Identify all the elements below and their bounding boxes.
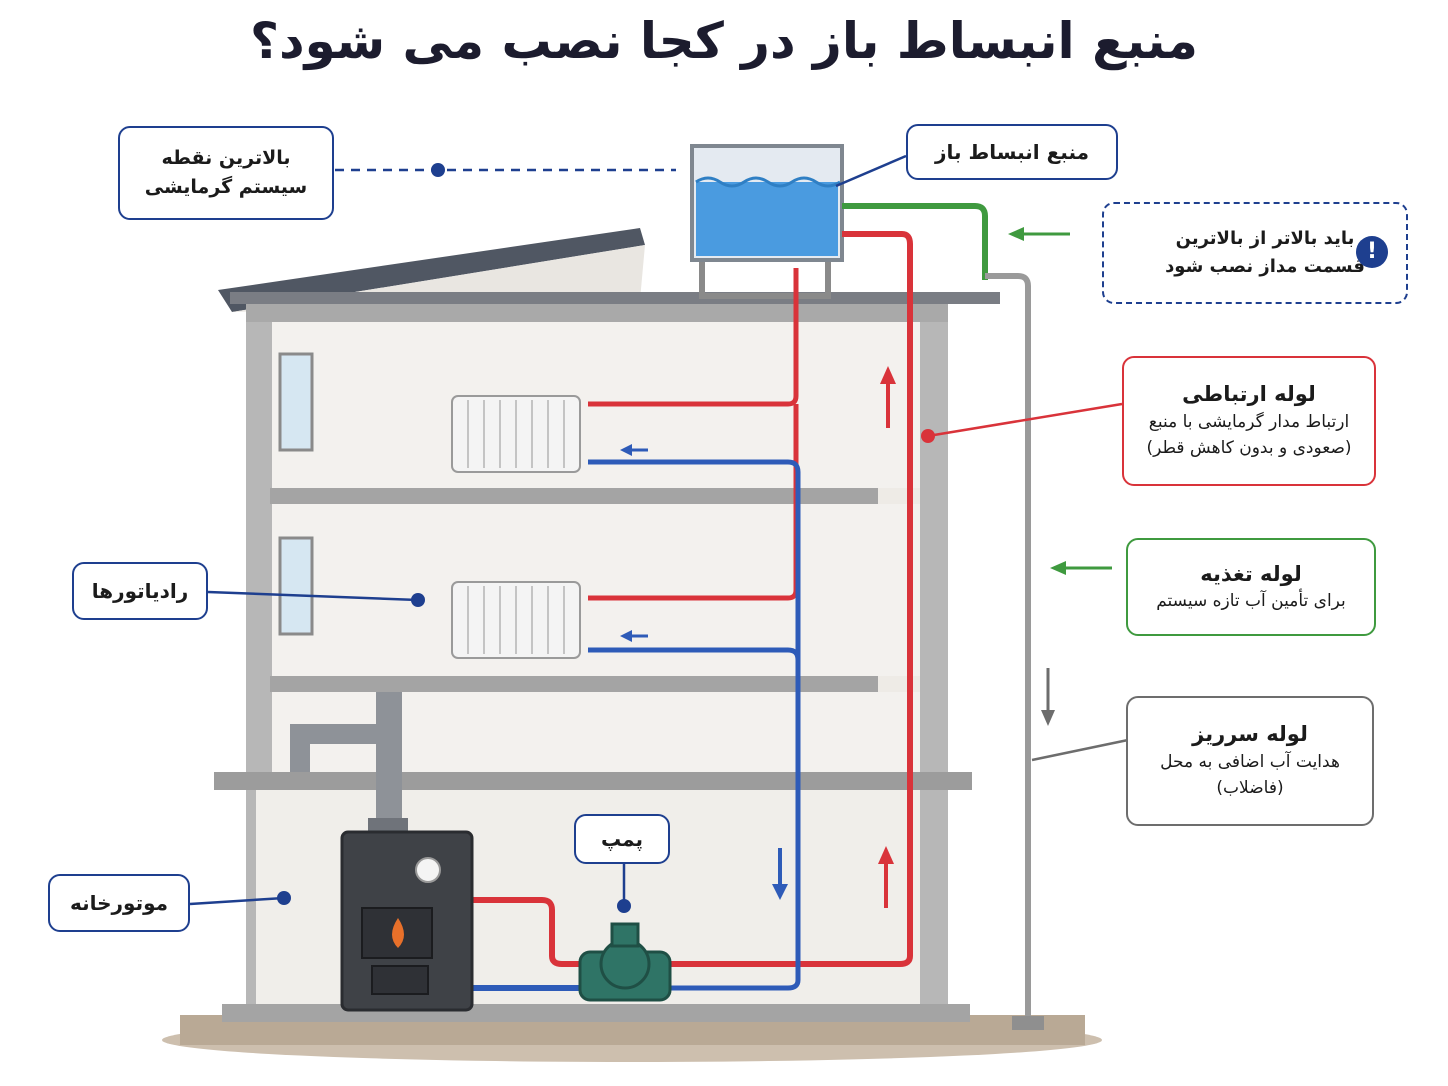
callout-connection-pipe: لوله ارتباطی ارتباط مدار گرمایشی با منبع…: [1122, 356, 1376, 486]
callout-overflow-pipe: لوله سرریز هدایت آب اضافی به محل (فاضلاب…: [1126, 696, 1374, 826]
leader-radiators: [207, 590, 419, 602]
flue-pipe: [376, 692, 402, 832]
page-title: منبع انبساط باز در کجا نصب می شود؟: [249, 12, 1199, 70]
callout-pump: پمپ: [574, 814, 670, 864]
leader-boiler-room: [189, 896, 285, 906]
pump: [578, 922, 672, 1002]
flow-arrow-up-lower: [878, 846, 894, 908]
callout-connection-pipe-line2: (صعودی و بدون کاهش قطر): [1146, 438, 1352, 459]
window-upper: [278, 352, 314, 452]
callout-highest-point: بالاترین نقطه سیستم گرمایشی: [118, 126, 334, 220]
callout-warning: باید بالاتر از بالاترین قسمت مداز نصب شو…: [1102, 202, 1408, 304]
flow-arrow-down-return: [772, 848, 788, 900]
callout-expansion-tank-label: منبع انبساط باز: [935, 139, 1089, 164]
flat-roof-slab: [230, 292, 1000, 304]
arrow-to-warning: [1008, 227, 1070, 241]
floor-slab-1: [214, 772, 972, 790]
callout-pump-label: پمپ: [600, 826, 644, 851]
floor-slab-3: [270, 488, 878, 504]
feed-pipe: [842, 203, 988, 280]
floor-slab-2: [270, 676, 878, 692]
tank-water: [696, 182, 838, 256]
highest-point-dot: [431, 163, 445, 177]
arrow-overflow-down: [1041, 668, 1055, 726]
basement-floor: [222, 1004, 970, 1022]
leader-expansion-tank: [835, 154, 907, 188]
leader-connection-dot: [921, 429, 935, 443]
callout-feed-pipe: لوله تغذیه برای تأمین آب تازه سیستم: [1126, 538, 1376, 636]
leader-radiators-dot: [411, 593, 425, 607]
radiator-upper: [451, 395, 581, 473]
callout-highest-point-line1: بالاترین نقطه: [161, 146, 291, 169]
callout-connection-pipe-line1: ارتباط مدار گرمایشی با منبع: [1148, 411, 1350, 432]
callout-connection-pipe-title: لوله ارتباطی: [1182, 382, 1316, 407]
callout-boiler-room-label: موتورخانه: [69, 890, 169, 915]
boiler: [340, 818, 474, 1012]
tank-water-surface: [695, 176, 841, 188]
leader-connection-pipe: [927, 402, 1123, 438]
callout-radiators: رادیاتورها: [72, 562, 208, 620]
right-wall: [920, 304, 948, 1018]
flow-arrow-up-upper: [880, 366, 896, 428]
callout-expansion-tank: منبع انبساط باز: [906, 124, 1118, 180]
leader-pump-dot: [617, 899, 631, 913]
exclamation-icon: !: [1356, 236, 1388, 268]
callout-warning-line2: قسمت مداز نصب شود: [1165, 256, 1365, 277]
flow-arrow-left-lower: [620, 630, 648, 642]
leader-boiler-room-dot: [277, 891, 291, 905]
callout-overflow-pipe-title: لوله سرریز: [1192, 722, 1308, 747]
overflow-drain: [1012, 1016, 1044, 1030]
arrow-to-feed-pipe: [1050, 561, 1112, 575]
callout-overflow-pipe-line1: هدایت آب اضافی به محل: [1160, 751, 1340, 772]
callout-boiler-room: موتورخانه: [48, 874, 190, 932]
callout-overflow-pipe-line2: (فاضلاب): [1216, 778, 1284, 799]
flue-drop: [290, 724, 310, 772]
flue-elbow: [290, 724, 380, 744]
window-middle: [278, 536, 314, 636]
radiator-return-riser: [588, 459, 801, 991]
boiler-supply-pipe: [472, 897, 580, 967]
leader-overflow-pipe: [1031, 738, 1129, 762]
callout-warning-line1: باید بالاتر از بالاترین: [1175, 228, 1355, 250]
connection-riser-pipe: [670, 231, 913, 967]
callout-feed-pipe-line1: برای تأمین آب تازه سیستم: [1156, 591, 1346, 611]
flow-arrow-left-upper: [620, 444, 648, 456]
room-wall-floor-2: [272, 504, 920, 676]
overflow-pipe: [985, 273, 1031, 1022]
callout-radiators-label: رادیاتورها: [91, 578, 189, 603]
callout-highest-point-line2: سیستم گرمایشی: [144, 176, 308, 198]
callout-feed-pipe-title: لوله تغذیه: [1200, 561, 1302, 586]
sloped-roof: [218, 228, 645, 312]
radiator-lower: [451, 581, 581, 659]
top-slab: [246, 304, 948, 322]
